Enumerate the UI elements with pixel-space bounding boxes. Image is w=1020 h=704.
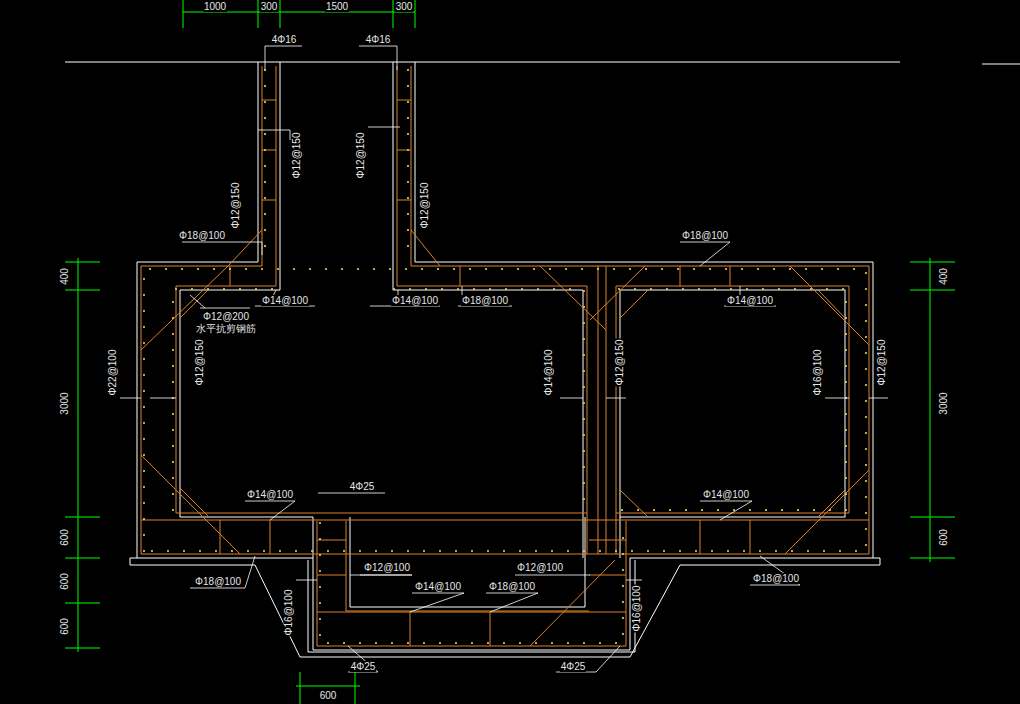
rebar-callout: Φ18@100 [194, 576, 242, 587]
rebar-callout: Φ14@100 [544, 348, 555, 396]
dimension: 300 [395, 1, 414, 12]
rebar-callout: Φ12@150 [195, 338, 206, 386]
rebar-callout: Φ14@100 [261, 295, 309, 306]
rebar-callout: Φ16@100 [632, 584, 643, 632]
dimension: 1000 [203, 1, 227, 12]
rebar-callout: Φ12@150 [420, 181, 431, 229]
rebar-callout: Φ12@150 [231, 181, 242, 229]
rebar-callout: 4Φ25 [349, 481, 376, 492]
rebar-callout: Φ14@100 [391, 295, 439, 306]
rebar-callout: Φ18@100 [752, 573, 800, 584]
dimension: 1500 [325, 1, 349, 12]
rebar-callout: Φ14@100 [246, 489, 294, 500]
rebar-callout: Φ16@100 [813, 348, 824, 396]
rebar-callout: Φ12@100 [516, 562, 564, 573]
dimension: 400 [938, 267, 949, 286]
rebar-callout: Φ22@100 [108, 348, 119, 396]
rebar-callout: Φ18@100 [681, 230, 729, 241]
dimension: 3000 [938, 391, 949, 415]
rebar-callout: Φ12@150 [292, 131, 303, 179]
rebar-callout: 4Φ25 [350, 661, 377, 672]
rebar-callout: Φ12@150 [877, 338, 888, 386]
rebar-callout: Φ12@200 [202, 311, 250, 322]
rebar-callout: Φ18@100 [178, 230, 226, 241]
dimension: 400 [59, 267, 70, 286]
rebar-callout: Φ14@100 [726, 295, 774, 306]
dimension: 600 [59, 528, 70, 547]
rebar-callout: 4Φ16 [271, 34, 298, 45]
rebar-callout: Φ18@100 [461, 295, 509, 306]
dimension: 600 [59, 617, 70, 636]
dimension: 600 [319, 690, 338, 701]
rebar-callout: Φ14@100 [702, 489, 750, 500]
dimension: 3000 [59, 391, 70, 415]
dimension: 600 [938, 528, 949, 547]
rebar-callout: 4Φ16 [365, 34, 392, 45]
note-text: 水平抗剪钢筋 [195, 323, 257, 334]
rebar-callout: Φ12@150 [615, 338, 626, 386]
rebar-callout: 4Φ25 [560, 661, 587, 672]
rebar-callout: Φ14@100 [414, 581, 462, 592]
dimension: 600 [59, 572, 70, 591]
rebar-callout: Φ12@100 [363, 562, 411, 573]
rebar-callout: Φ12@150 [356, 131, 367, 179]
rebar-callout: Φ16@100 [284, 588, 295, 636]
rebar-callout: Φ18@100 [488, 581, 536, 592]
dimension: 300 [260, 1, 279, 12]
